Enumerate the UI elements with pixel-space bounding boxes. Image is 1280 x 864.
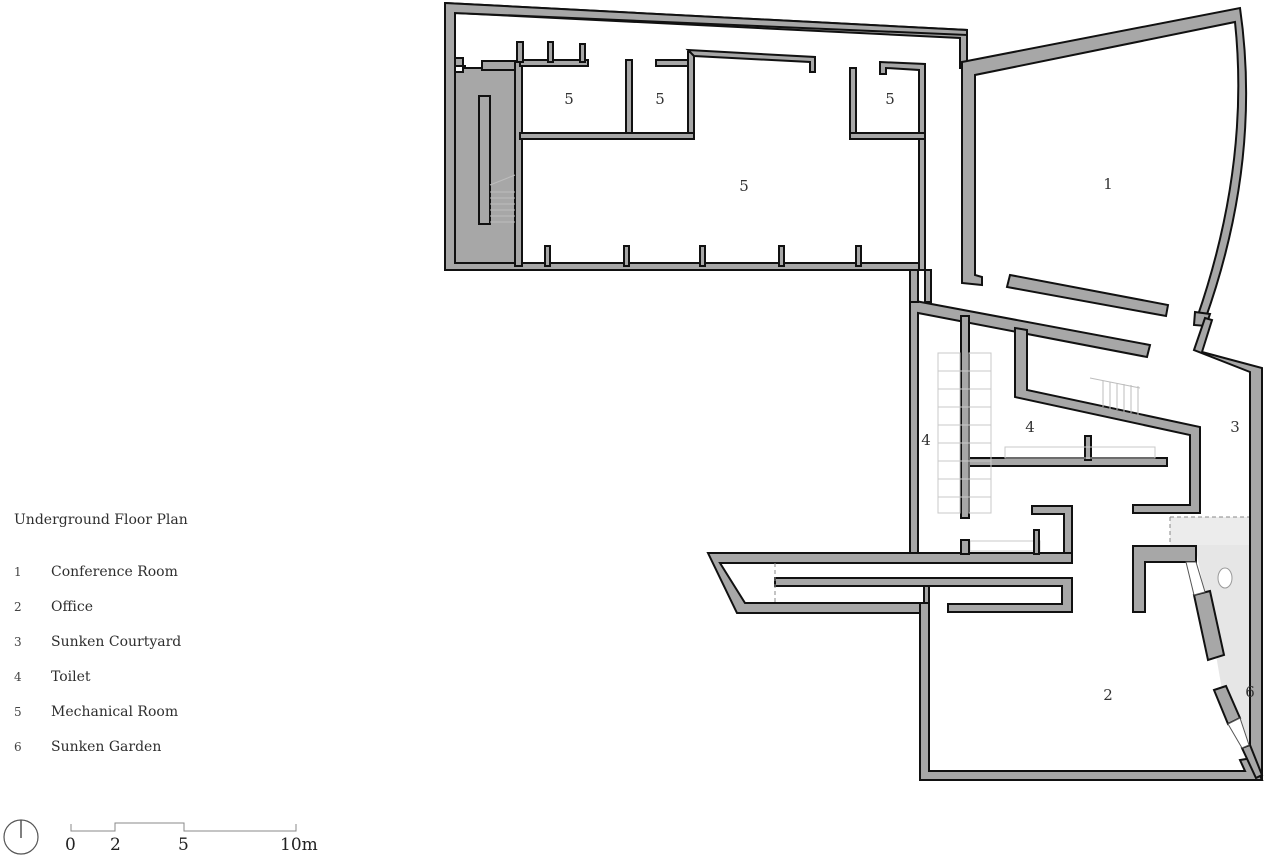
room-label: 6 [1245, 683, 1255, 701]
legend-number: 2 [14, 599, 22, 614]
room-label: 2 [1103, 686, 1113, 704]
room-label: 4 [921, 431, 931, 449]
legend-label: Sunken Courtyard [51, 633, 182, 650]
garden-glazing [1185, 561, 1250, 749]
room-labels: 5 5 5 5 1 3 4 4 2 6 [564, 90, 1255, 704]
legend-label: Mechanical Room [51, 703, 179, 720]
room-label: 3 [1230, 418, 1240, 436]
stair-courtyard [1089, 377, 1141, 415]
legend-item: 2 Office [14, 589, 188, 624]
legend-label: Sunken Garden [51, 738, 162, 755]
stair-mechanical [489, 174, 516, 223]
scale-bar [70, 822, 297, 832]
garden-stone [1217, 567, 1233, 589]
scale-tick-0: 0 [65, 835, 76, 855]
legend-label: Toilet [51, 668, 91, 685]
room-label: 5 [739, 177, 749, 195]
scale-tick-5: 5 [178, 835, 189, 855]
toilet-fixtures [937, 352, 1156, 552]
room-label: 5 [655, 90, 665, 108]
plan-title: Underground Floor Plan [14, 512, 188, 528]
room-label: 5 [564, 90, 574, 108]
sunken-courtyard-paved-area [1170, 517, 1262, 545]
north-arrow-and-scale-bar [3, 819, 297, 855]
room-label: 1 [1103, 175, 1113, 193]
legend-item: 4 Toilet [14, 659, 188, 694]
legend-item: 6 Sunken Garden [14, 729, 188, 764]
legend-item: 1 Conference Room [14, 554, 188, 589]
legend-number: 6 [14, 739, 22, 754]
legend-item: 3 Sunken Courtyard [14, 624, 188, 659]
conference-room-wall [961, 6, 1248, 322]
scale-and-north: 0 2 5 10m [0, 810, 340, 864]
legend-label: Conference Room [51, 563, 178, 580]
legend-number: 1 [14, 564, 22, 579]
lower-corridor-wall [706, 552, 1073, 614]
room-label: 5 [885, 90, 895, 108]
scale-tick-10m: 10m [280, 835, 318, 855]
legend-item: 5 Mechanical Room [14, 694, 188, 729]
legend-number: 3 [14, 634, 22, 649]
legend-number: 5 [14, 704, 22, 719]
legend-label: Office [51, 598, 94, 615]
office-wall [919, 602, 1264, 781]
legend-number: 4 [14, 669, 22, 684]
north-arrow-icon [3, 819, 39, 855]
scale-tick-2: 2 [110, 835, 121, 855]
room-label: 4 [1025, 418, 1035, 436]
